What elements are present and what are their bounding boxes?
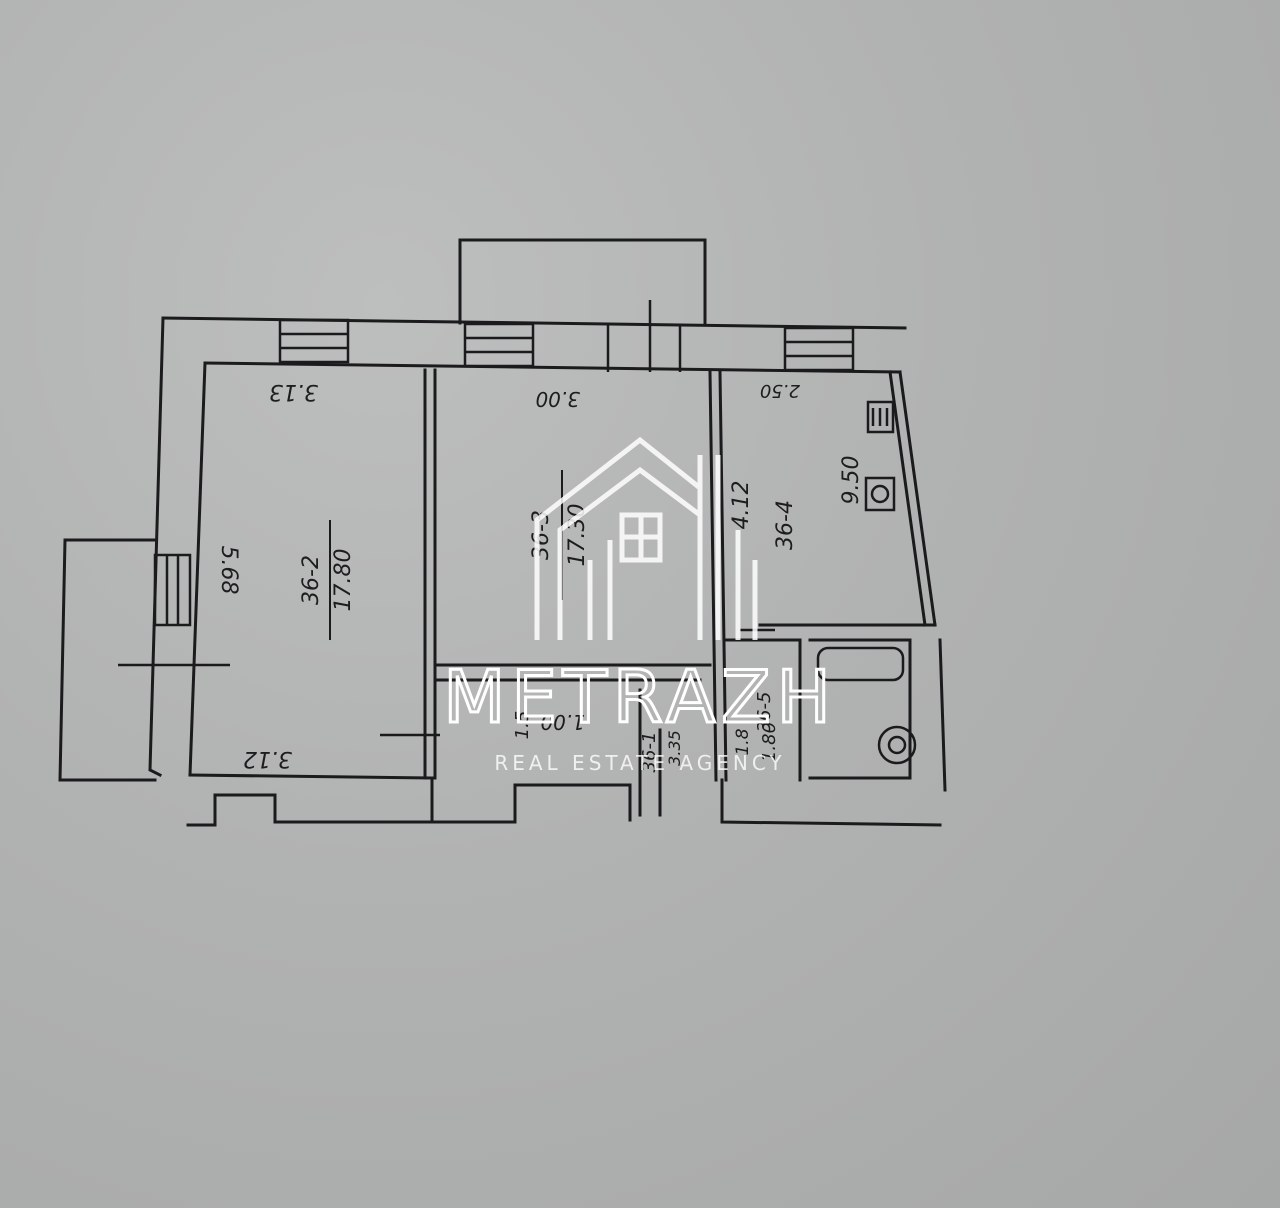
room2-length: 5.68 (216, 546, 241, 595)
room5-number: 36-5 (754, 692, 775, 733)
bathroom-box (808, 638, 912, 780)
corridor-side-dim: 1.5 (512, 711, 533, 740)
outer-wall-left-inner (188, 361, 207, 777)
outer-wall-right-lower (938, 638, 947, 792)
corridor-width: 1.00 (540, 710, 585, 734)
balcony-left (58, 538, 157, 782)
room2-width-top: 3.13 (269, 379, 318, 404)
room5-width: 1.8 (733, 728, 753, 755)
outer-wall-left-outer (148, 316, 165, 778)
plan-labels: 3.13 3.12 5.68 36-2 17.80 3.00 36-3 17.3… (216, 379, 864, 772)
room4-number: 36-4 (773, 500, 798, 550)
sink (864, 476, 896, 512)
window-1 (278, 318, 350, 364)
room4-width-top: 2.50 (760, 380, 800, 401)
watermark-brand: METRAZH (443, 655, 836, 739)
outer-wall-bottom-mid (430, 776, 632, 824)
stove (866, 400, 895, 434)
bathtub (816, 646, 905, 682)
room4-length: 4.12 (729, 481, 754, 530)
room1-number: 36-1 (639, 732, 660, 773)
room2-bottom-wall (188, 773, 432, 780)
outer-wall-bottom-left (186, 793, 432, 827)
wall-room3-room4-a (708, 370, 718, 782)
room3-width-top: 3.00 (535, 387, 580, 411)
room4-area: 9.50 (839, 456, 864, 505)
room5-length: 1.80 (759, 722, 780, 762)
room1-length: 3.35 (665, 730, 684, 766)
watermark-tagline: REAL ESTATE AGENCY (494, 751, 785, 775)
room2-number: 36-2 (299, 555, 324, 605)
wall-room3-room4-b (718, 370, 728, 782)
room2-width-bottom: 3.12 (243, 746, 292, 771)
wc-partition (723, 638, 802, 782)
balcony-top (458, 238, 707, 325)
window-3 (783, 326, 855, 372)
room2-area: 17.80 (331, 549, 356, 612)
watermark-house-icon (534, 436, 758, 640)
window-left (153, 553, 192, 627)
outer-wall-right-a (898, 370, 937, 627)
outer-wall-right-b (888, 370, 927, 627)
toilet (877, 725, 917, 765)
outer-wall-bottom-right (720, 778, 942, 827)
window-2 (463, 322, 535, 368)
